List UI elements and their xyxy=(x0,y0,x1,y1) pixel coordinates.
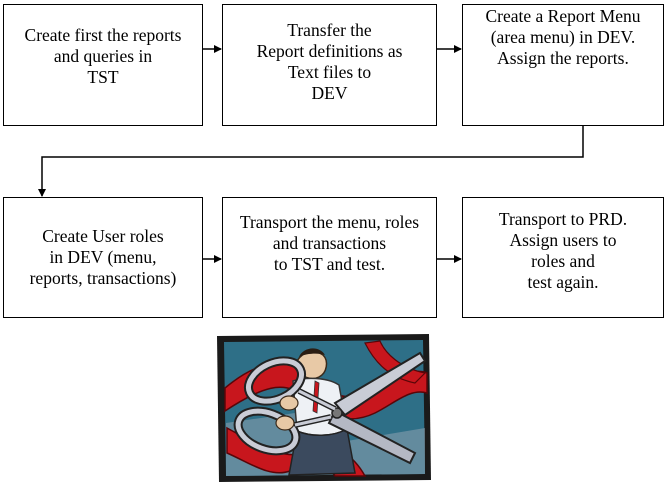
step-2-label: Transfer the Report definitions as Text … xyxy=(256,20,403,103)
step-5-label: Transport the menu, roles and transactio… xyxy=(239,212,420,274)
ribbon-cutting-scissors-icon xyxy=(217,334,431,482)
step-1-label: Create first the reports and queries in … xyxy=(24,24,182,87)
arrow-3-to-4 xyxy=(38,126,584,197)
step-6-label: Transport to PRD. Assign users to roles … xyxy=(498,208,628,292)
step-6-transport-to-prd: Transport to PRD. Assign users to roles … xyxy=(462,197,664,318)
step-4-create-user-roles: Create User roles in DEV (menu, reports,… xyxy=(3,197,203,318)
step-5-transport-to-tst: Transport the menu, roles and transactio… xyxy=(222,197,437,318)
step-3-label: Create a Report Menu (area menu) in DEV.… xyxy=(485,5,641,68)
step-3-create-report-menu: Create a Report Menu (area menu) in DEV.… xyxy=(462,4,664,126)
step-2-transfer-definitions: Transfer the Report definitions as Text … xyxy=(222,4,437,126)
step-4-label: Create User roles in DEV (menu, reports,… xyxy=(29,226,177,288)
step-1-create-reports: Create first the reports and queries in … xyxy=(3,4,203,126)
